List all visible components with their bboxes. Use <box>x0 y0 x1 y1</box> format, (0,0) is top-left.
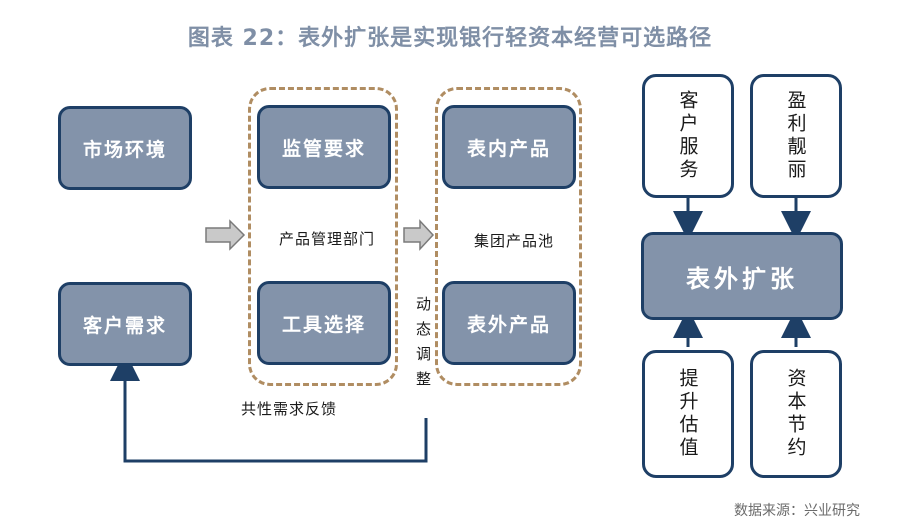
regulation-box: 监管要求 <box>257 105 391 189</box>
tool-selection-box: 工具选择 <box>257 281 391 365</box>
feedback-label: 共性需求反馈 <box>241 400 338 418</box>
feedback-loop-line <box>110 351 428 463</box>
page-title: 图表 22：表外扩张是实现银行轻资本经营可选路径 <box>187 26 713 51</box>
market-env-box: 市场环境 <box>58 106 192 190</box>
valuation-box: 提升估值 <box>642 350 734 478</box>
capital-saving-box: 资本节约 <box>750 350 842 478</box>
block-arrow-1 <box>205 219 246 251</box>
product-pool-label: 集团产品池 <box>474 232 555 250</box>
on-balance-box: 表内产品 <box>442 105 576 189</box>
source-note: 数据来源：兴业研究 <box>734 503 860 519</box>
customer-service-box: 客户服务 <box>642 74 734 198</box>
product-dept-group <box>248 87 398 386</box>
product-dept-label: 产品管理部门 <box>279 230 376 248</box>
customer-demand-box: 客户需求 <box>58 282 192 366</box>
dynamic-adjust-label: 动态调整 <box>414 296 432 396</box>
product-pool-group <box>435 87 582 386</box>
expansion-box: 表外扩张 <box>641 232 843 320</box>
profit-box: 盈利靓丽 <box>750 74 842 198</box>
block-arrow-2 <box>403 219 435 251</box>
off-balance-box: 表外产品 <box>442 281 576 365</box>
